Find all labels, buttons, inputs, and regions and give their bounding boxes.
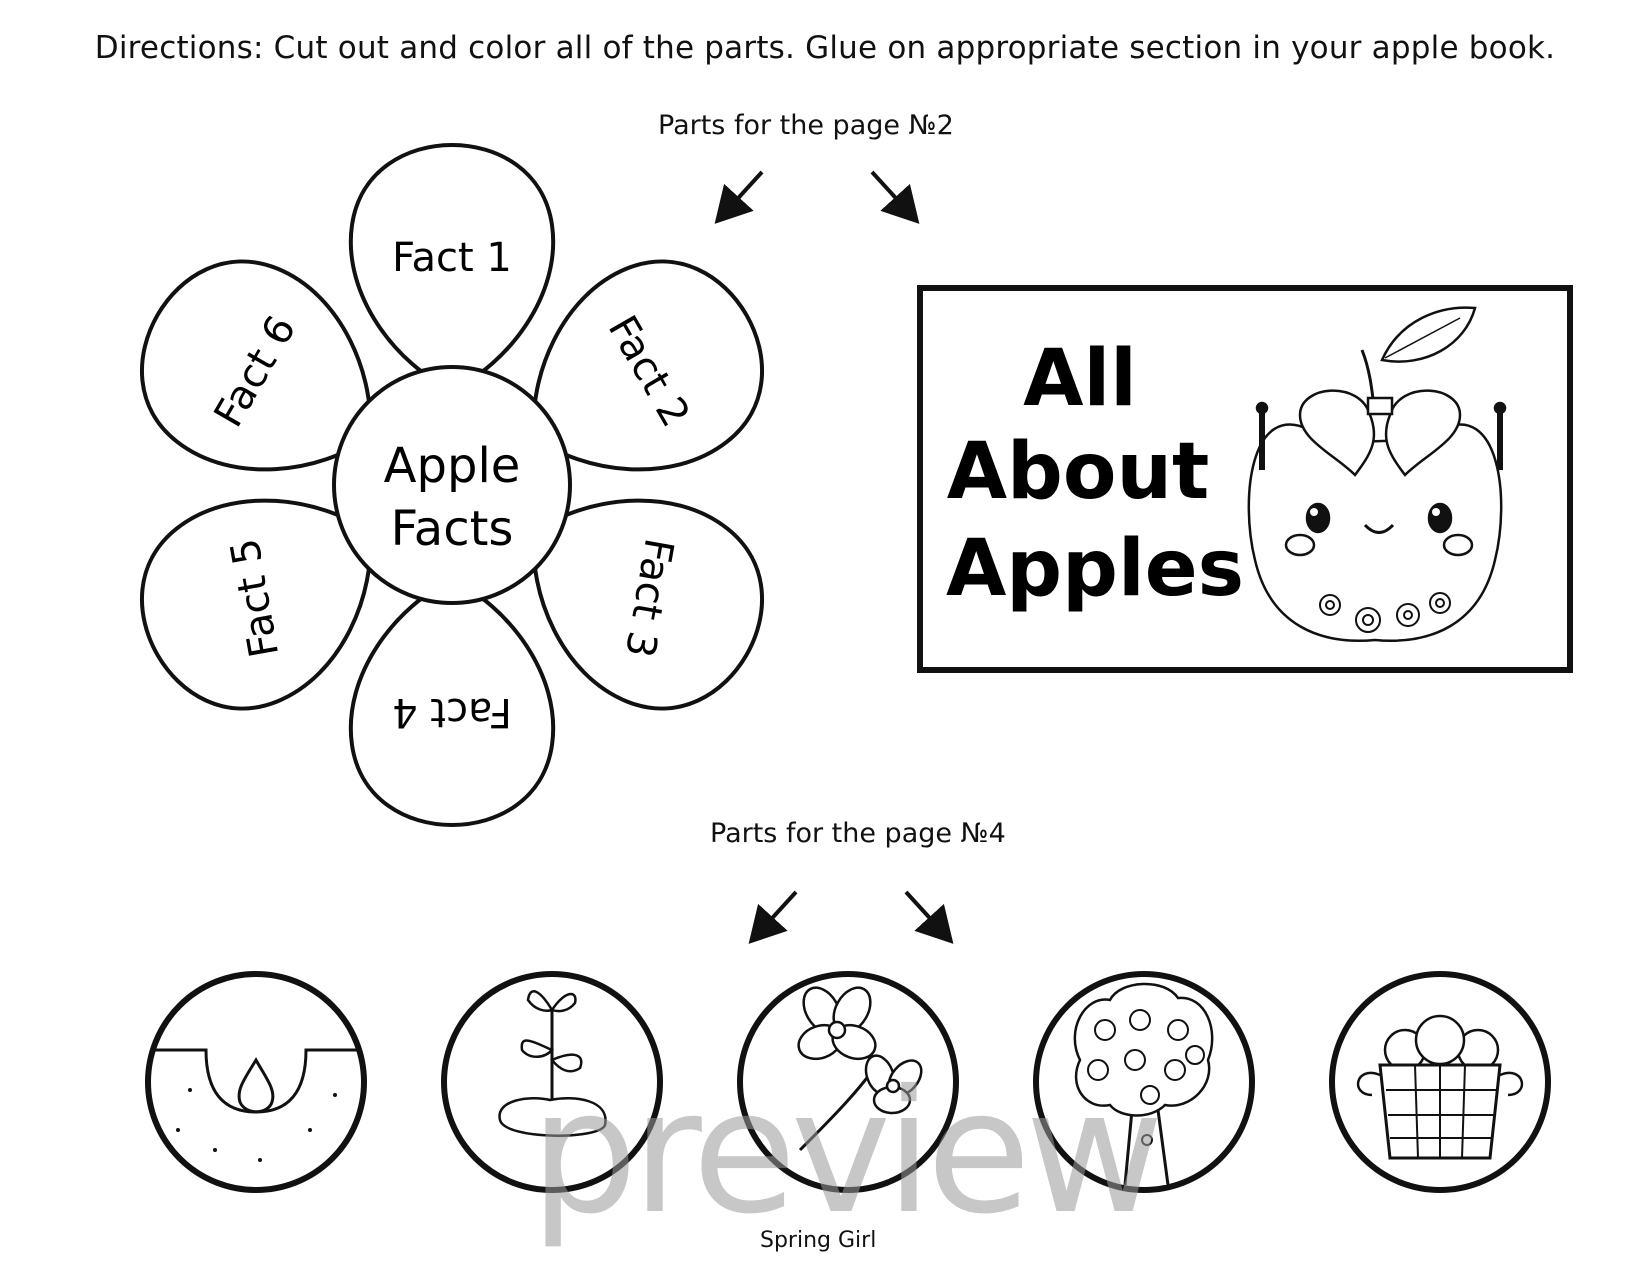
preview-watermark: preview [530,1054,1164,1252]
arrow-right-icon [870,170,920,224]
kawaii-apple-icon [1247,306,1507,642]
heart-lens-right [1384,389,1462,477]
petal-label: Fact 1 [392,235,512,281]
heart-lens-left [1298,389,1376,477]
petal-fact-5: Fact 5 [140,498,373,711]
seed-icon [145,971,367,1193]
sprout-icon [441,971,663,1193]
blossom-icon [737,971,959,1193]
arrow-right-icon [904,890,954,944]
petal-shape [531,259,764,472]
apple-facts-flower: Fact 1 Fact 2 Fact 3 Fact 4 Fact 5 Fact 6 App… [140,142,764,828]
petal-shape [140,259,373,472]
apple-tree-icon [1033,971,1255,1193]
petal-shape [348,577,556,828]
parts-label-page-4: Parts for the page №4 [710,818,1006,849]
life-cycle-circles [145,971,1551,1193]
parts-label-page-2: Parts for the page №2 [658,110,954,141]
cover-title-line2: About [947,427,1210,517]
flower-center-line1: Apple [384,438,521,494]
arrow-left-icon [748,890,798,944]
petal-fact-2: Fact 2 [531,259,764,472]
petal-shape [531,498,764,711]
petal-fact-1: Fact 1 [348,142,556,393]
cover-title-line3: Apples [946,524,1244,614]
cover-title-line1: All [1023,334,1137,424]
petal-shape [140,498,373,711]
apple-basket-icon [1329,971,1551,1193]
flower-center [332,365,572,605]
arrows-page-4 [748,890,954,944]
all-about-apples-cover: All About Apples [917,285,1573,673]
author-credit: Spring Girl [760,1228,877,1253]
petal-fact-3: Fact 3 [531,498,764,711]
petal-shape [348,142,556,393]
petal-label: Fact 4 [392,689,512,735]
arrow-left-icon [714,170,764,224]
directions-text: Directions: Cut out and color all of the… [94,30,1556,66]
arrows-page-2 [714,170,920,224]
petal-fact-4: Fact 4 [348,577,556,828]
flower-center-line2: Facts [391,501,514,557]
flower-garland-icon [1319,592,1451,633]
petal-fact-6: Fact 6 [140,259,373,472]
